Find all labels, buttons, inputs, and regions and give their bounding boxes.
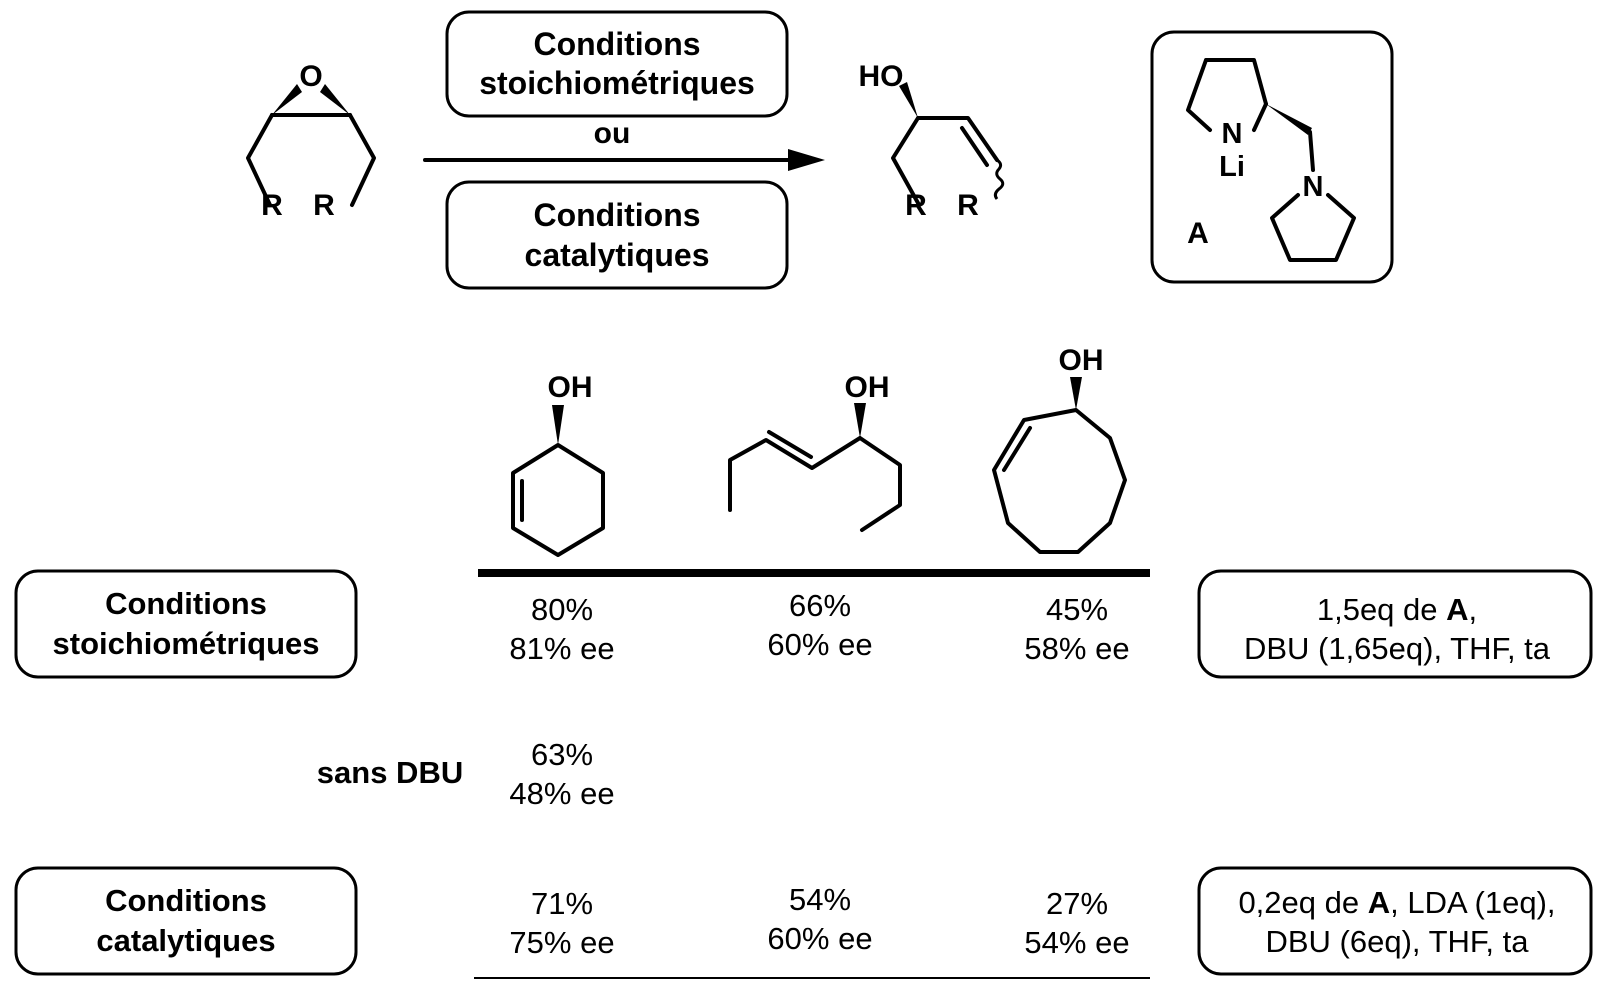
svg-text:1,5eq de A,: 1,5eq de A,	[1317, 592, 1477, 627]
r-group-label: R	[957, 189, 979, 222]
svg-text:DBU (6eq), THF, ta: DBU (6eq), THF, ta	[1265, 924, 1529, 959]
svg-text:Conditions: Conditions	[533, 197, 700, 233]
yield-value: 63%	[531, 737, 593, 772]
allylic-alcohol-product: HO R R	[859, 60, 1005, 222]
yield-value: 54%	[789, 882, 851, 917]
ee-value: 54% ee	[1024, 925, 1129, 960]
chiral-base-a-box: N Li N A	[1150, 30, 1394, 284]
hydroxyl-label: HO	[859, 60, 904, 93]
yield-value: 71%	[531, 886, 593, 921]
product-cyclooctenol: OH	[992, 344, 1127, 554]
hydroxyl-label: OH	[845, 371, 890, 404]
wavy-bond-icon	[993, 158, 1005, 200]
compound-a-label: A	[1187, 217, 1209, 250]
ee-value: 60% ee	[767, 627, 872, 662]
r-group-label: R	[905, 189, 927, 222]
svg-text:stoichiométriques: stoichiométriques	[53, 626, 320, 661]
wedge-bond-icon	[1266, 104, 1312, 135]
table-row: 71% 75% ee 54% 60% ee 27% 54% ee	[509, 882, 1129, 960]
yield-value: 45%	[1046, 592, 1108, 627]
ee-value: 48% ee	[509, 776, 614, 811]
yield-value: 27%	[1046, 886, 1108, 921]
row-catalytic-label: Conditions catalytiques	[14, 866, 358, 976]
reaction-arrow	[423, 149, 825, 171]
table-row: 63% 48% ee	[509, 737, 614, 811]
ee-value: 81% ee	[509, 631, 614, 666]
reagent-or-label: ou	[594, 117, 631, 150]
hydroxyl-label: OH	[548, 371, 593, 404]
ee-value: 75% ee	[509, 925, 614, 960]
svg-text:0,2eq de A, LDA (1eq),: 0,2eq de A, LDA (1eq),	[1238, 885, 1555, 920]
svg-text:Conditions: Conditions	[105, 586, 267, 621]
lithium-label: Li	[1219, 151, 1245, 183]
svg-text:Conditions: Conditions	[105, 883, 267, 918]
oxygen-label: O	[299, 60, 322, 93]
reagent-box-catalytic: Conditions catalytiques	[445, 180, 789, 290]
product-acyclic-alcohol: OH	[728, 371, 902, 532]
svg-text:catalytiques: catalytiques	[96, 923, 275, 958]
table-row: 80% 81% ee 66% 60% ee 45% 58% ee	[509, 588, 1129, 666]
epoxide-substrate: O R R	[246, 60, 376, 222]
row-catalytic-conditions: 0,2eq de A, LDA (1eq), DBU (6eq), THF, t…	[1197, 866, 1593, 976]
nitrogen-label: N	[1303, 171, 1324, 203]
reagent-box-stoichiometric: Conditions stoichiométriques	[445, 10, 789, 118]
wedge-bond-icon	[899, 82, 918, 118]
svg-text:catalytiques: catalytiques	[525, 237, 710, 273]
row-stoichiometric-label: Conditions stoichiométriques	[14, 569, 358, 679]
yield-value: 80%	[531, 592, 593, 627]
ee-value: 58% ee	[1024, 631, 1129, 666]
wedge-bond-icon	[272, 84, 302, 115]
product-cyclohexenol: OH	[511, 371, 605, 557]
yield-value: 66%	[789, 588, 851, 623]
r-group-label: R	[261, 189, 283, 222]
ee-value: 60% ee	[767, 921, 872, 956]
wedge-bond-icon	[1070, 377, 1082, 410]
svg-text:DBU (1,65eq), THF, ta: DBU (1,65eq), THF, ta	[1244, 631, 1551, 666]
arrow-head-icon	[788, 149, 825, 171]
wedge-bond-icon	[552, 405, 564, 445]
row-stoichiometric-conditions: 1,5eq de A, DBU (1,65eq), THF, ta	[1197, 569, 1593, 679]
nitrogen-label: N	[1222, 118, 1243, 150]
svg-text:stoichiométriques: stoichiométriques	[479, 65, 755, 101]
r-group-label: R	[313, 189, 335, 222]
row-sans-dbu-label: sans DBU	[317, 755, 463, 790]
wedge-bond-icon	[854, 403, 866, 438]
hydroxyl-label: OH	[1059, 344, 1104, 377]
svg-text:Conditions: Conditions	[533, 26, 700, 62]
wedge-bond-icon	[320, 84, 350, 115]
